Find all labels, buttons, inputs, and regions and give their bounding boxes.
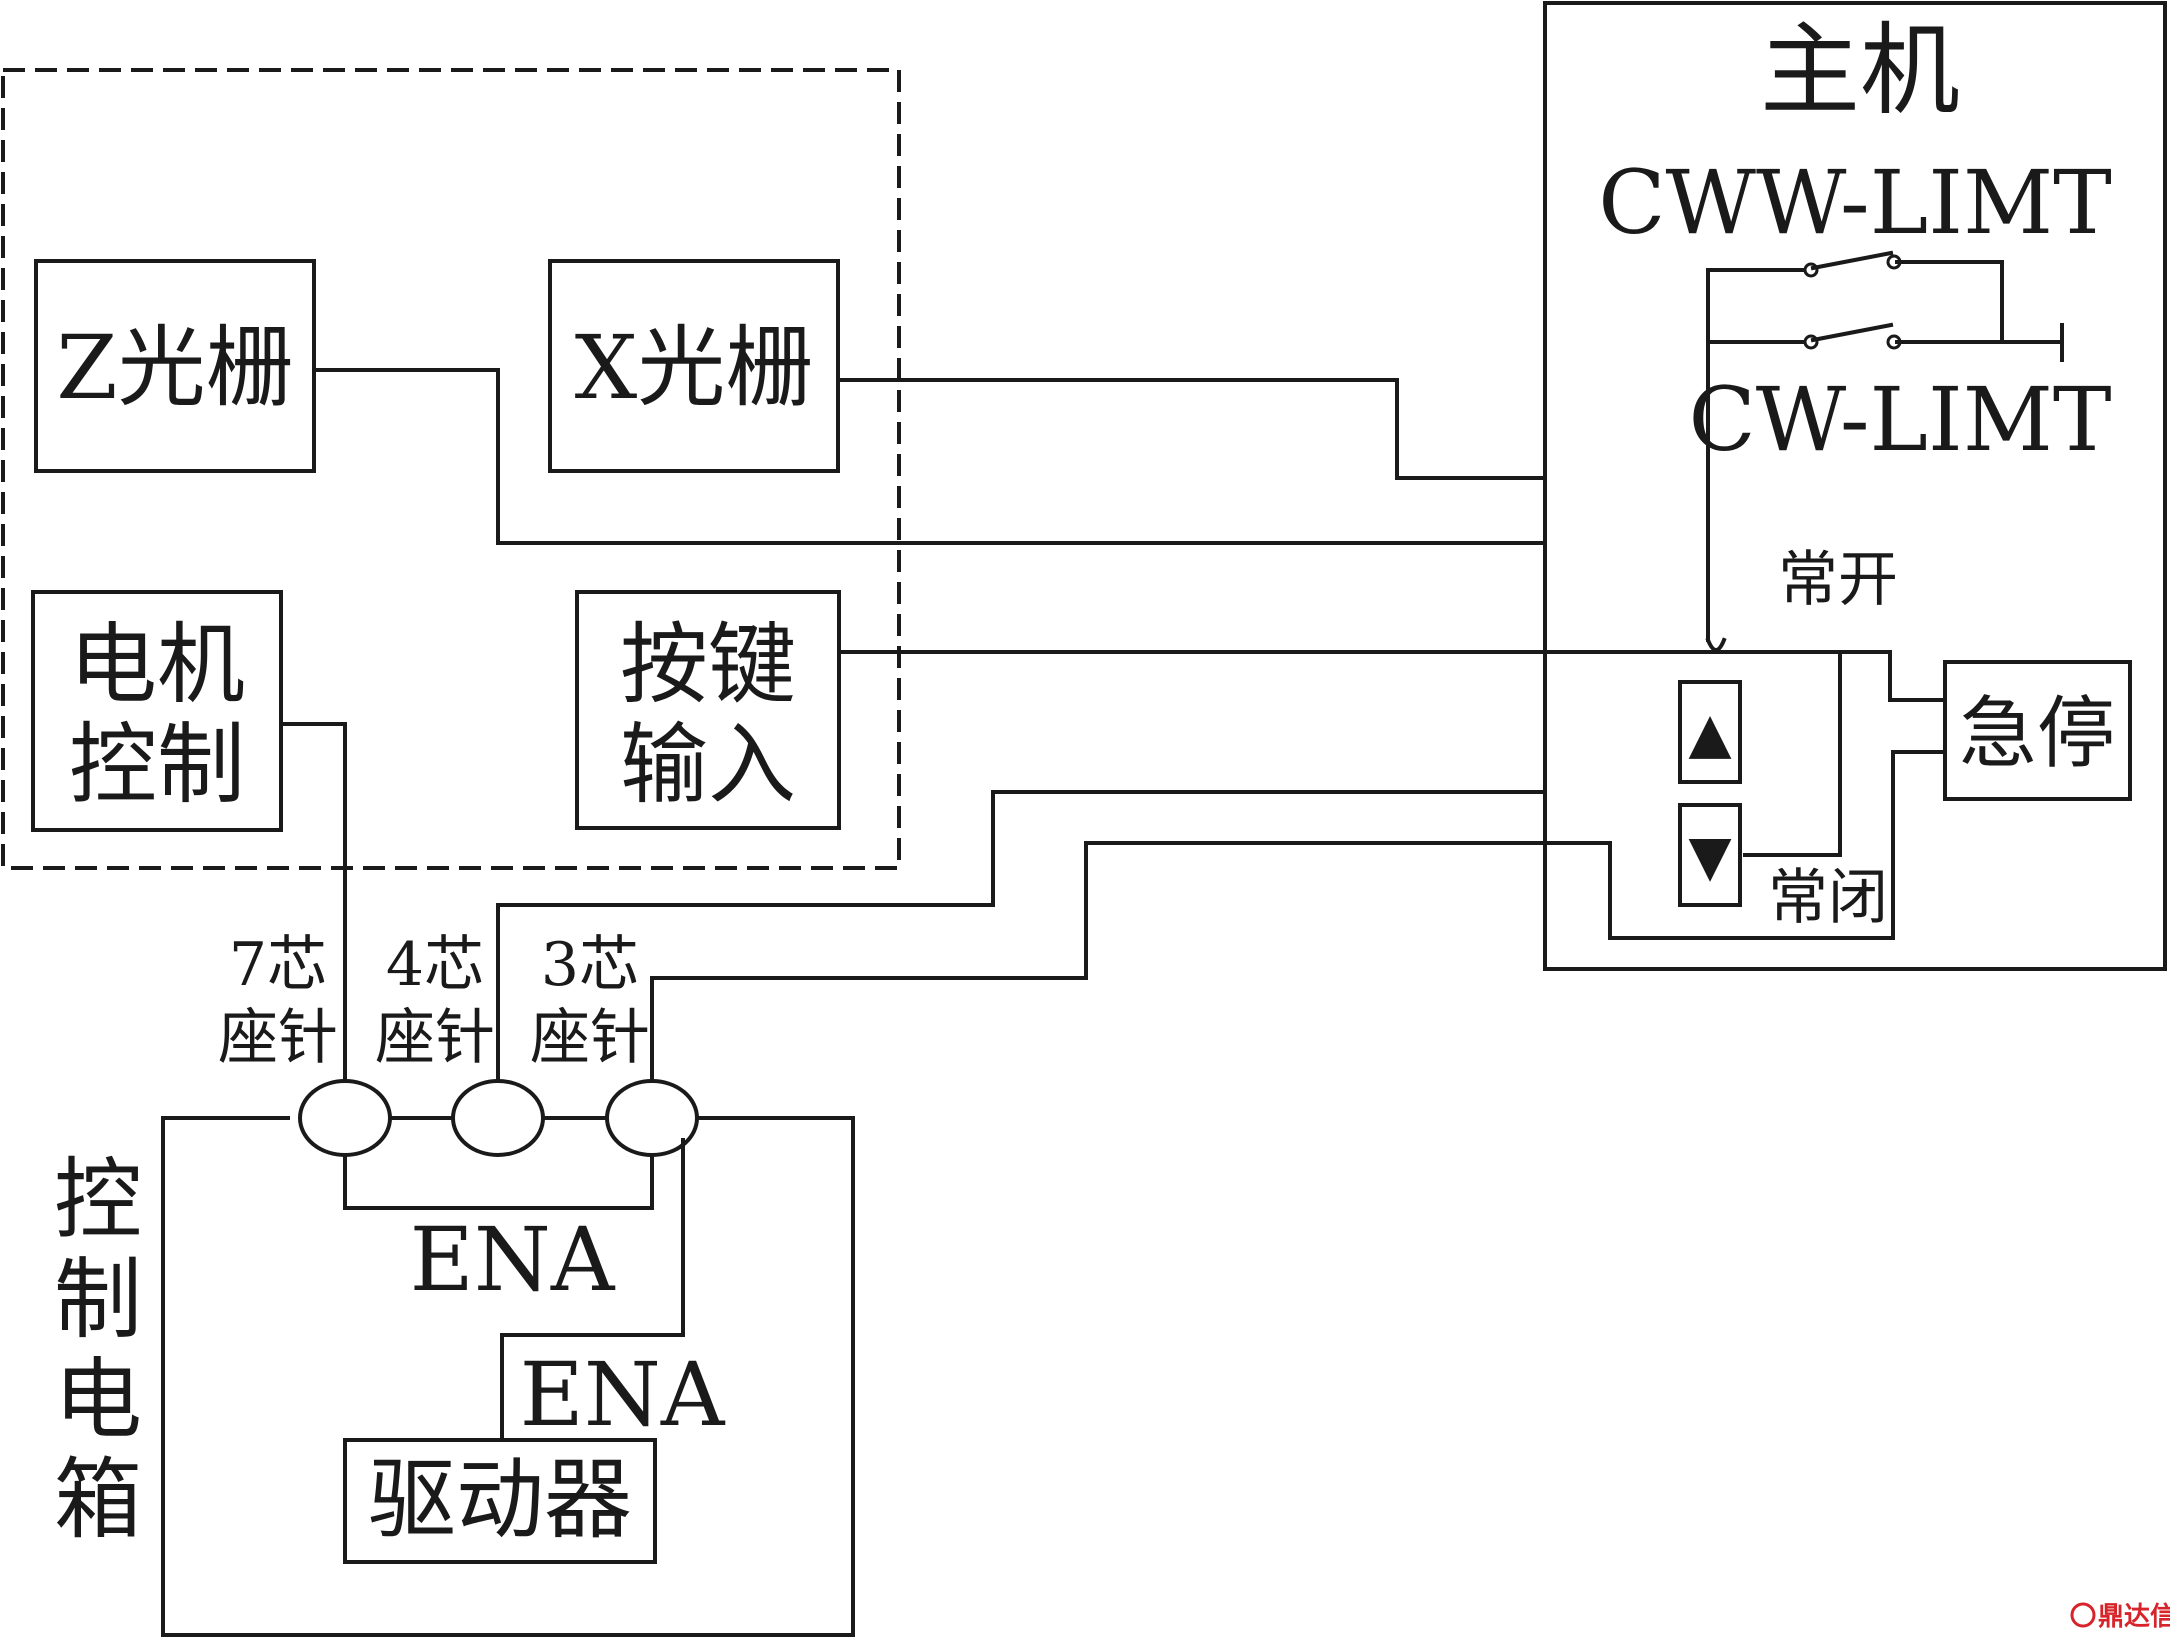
normally-closed-label: 常闭 xyxy=(1768,863,1888,933)
ccw-limit-label: CWW-LIMT xyxy=(1598,151,2112,254)
connector-7-type: 座针 xyxy=(218,1003,338,1073)
z-grating-box xyxy=(34,259,316,473)
ena-label-top: ENA xyxy=(410,1208,616,1311)
cw-limit-label: CW-LIMT xyxy=(1688,368,2111,471)
key-input-line2: 输入 xyxy=(620,713,796,816)
limit-switch-wiring xyxy=(1705,250,2064,652)
driver-label: 驱动器 xyxy=(368,1448,632,1551)
up-button[interactable] xyxy=(1678,680,1742,784)
connector-socket-4[interactable] xyxy=(451,1079,545,1157)
x-grating-label: X光栅 xyxy=(575,316,814,419)
cabinet-title-char-1: 控 xyxy=(54,1148,142,1251)
connector-7-cores: 7芯 xyxy=(229,930,327,1000)
host-title: 主机 xyxy=(1760,12,1960,129)
signal-wires xyxy=(279,368,1947,1087)
ena-wiring xyxy=(343,1138,685,1442)
down-button[interactable] xyxy=(1678,803,1742,907)
cabinet-title-char-4: 箱 xyxy=(54,1448,142,1551)
watermark-logo: 鼎达信 xyxy=(2070,1602,2170,1632)
down-arrow-icon: ▼ xyxy=(1688,824,1731,889)
motor-control-box xyxy=(31,590,283,832)
key-input-box xyxy=(575,590,841,830)
connector-3-cores: 3芯 xyxy=(541,930,639,1000)
emergency-stop-label: 急停 xyxy=(1959,689,2115,779)
up-arrow-icon: ▲ xyxy=(1688,701,1731,766)
connector-3-type: 座针 xyxy=(530,1003,650,1073)
connector-4-cores: 4芯 xyxy=(386,930,484,1000)
host-frame xyxy=(1543,1,2167,971)
cabinet-title-char-3: 电 xyxy=(54,1348,142,1451)
sensor-group-frame xyxy=(1,68,901,870)
emergency-stop-box[interactable] xyxy=(1943,660,2132,801)
motor-control-line1: 电机 xyxy=(69,613,245,716)
key-input-line1: 按键 xyxy=(620,613,796,716)
watermark-text: 鼎达信 xyxy=(2098,1602,2170,1632)
motor-control-line2: 控制 xyxy=(69,713,245,816)
connector-socket-7[interactable] xyxy=(298,1079,392,1157)
normally-open-label: 常开 xyxy=(1778,545,1898,615)
ena-label-bottom: ENA xyxy=(520,1343,726,1446)
cabinet-title-char-2: 制 xyxy=(54,1248,142,1351)
x-grating-box xyxy=(548,259,840,473)
watermark-icon xyxy=(2070,1602,2096,1628)
z-grating-label: Z光栅 xyxy=(56,316,293,419)
connector-4-type: 座针 xyxy=(375,1003,495,1073)
driver-box xyxy=(343,1438,657,1564)
